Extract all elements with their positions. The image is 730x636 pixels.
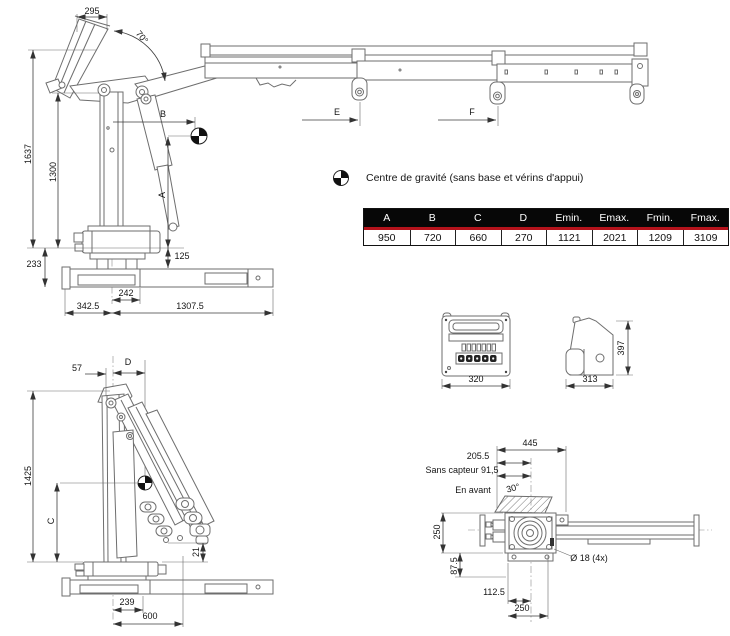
note-sans-capteur: Sans capteur 91,5 [425,465,499,475]
table-value-cell: 720 [409,230,456,245]
top-view-drawing [468,458,712,622]
dim-A: A [157,191,167,199]
dim-600: 600 [142,611,158,621]
dim-250-bottom: 250 [514,603,530,613]
table-header-row: A B C D Emin. Emax. Fmin. Fmax. [364,209,728,227]
side-view-extended-drawing [45,15,649,304]
dim-F: F [469,107,475,117]
dim-57: 57 [71,363,83,373]
table-header-cell: D [519,212,528,224]
dim-397: 397 [616,340,626,356]
folded-view-dimension-lines [27,368,208,627]
cg-symbol-side-view [190,127,208,145]
legend-label: Centre de gravité (sans base et vérins d… [366,172,584,184]
dim-313: 313 [582,374,598,384]
console-side-drawing [565,316,633,389]
console-front-drawing [441,312,511,389]
table-value-cell: 660 [455,230,501,245]
table-header-cell: C [473,212,482,224]
top-view-dimension-lines [440,446,567,619]
table-header-cell: Fmax. [690,212,720,224]
table-value-cell: 1209 [637,230,683,245]
cg-dimensions-table: A B C D Emin. Emax. Fmin. Fmax. 950 720 … [363,208,729,246]
table-value-cell: 1121 [546,230,592,245]
note-holes-diameter: Ø 18 (4x) [570,553,608,563]
dim-445: 445 [522,438,538,448]
note-en-avant: En avant [455,485,491,495]
dim-233: 233 [26,259,42,269]
table-header-cell: A [383,212,391,224]
dim-250-side: 250 [432,524,442,540]
dim-1425: 1425 [23,465,33,487]
dim-1307-5: 1307.5 [176,301,204,311]
dim-320: 320 [468,374,484,384]
dim-B: B [159,109,167,119]
side-view-folded-drawing [61,356,274,622]
dim-87-5: 87.5 [449,557,459,575]
dim-239: 239 [119,597,135,607]
dim-112-5: 112.5 [483,587,505,597]
table-header-cell: Fmin. [646,212,673,224]
center-of-gravity-icon [333,170,349,186]
dim-295: 295 [84,6,100,16]
dim-342-5: 342.5 [76,301,100,311]
dim-C: C [46,517,56,525]
table-header-cell: Emin. [555,212,583,224]
table-accent-divider [364,227,728,230]
dim-D: D [124,357,132,367]
table-value-cell: 3109 [682,230,729,245]
dim-205-5: 205.5 [466,451,490,461]
dim-1637: 1637 [23,143,33,165]
dim-242: 242 [118,288,134,298]
table-value-row: 950 720 660 270 1121 2021 1209 3109 [364,230,728,245]
dim-E: E [333,107,341,117]
table-value-cell: 950 [377,231,396,244]
table-header-cell: Emax. [599,212,630,224]
table-header-cell: B [428,212,436,224]
side-view-dimension-lines [27,14,499,316]
table-value-cell: 270 [500,230,547,245]
dim-125: 125 [174,251,190,261]
table-value-cell: 2021 [591,230,638,245]
dim-21: 21 [191,546,201,558]
dim-1300: 1300 [48,161,58,183]
cg-symbol-folded-view [137,475,153,491]
